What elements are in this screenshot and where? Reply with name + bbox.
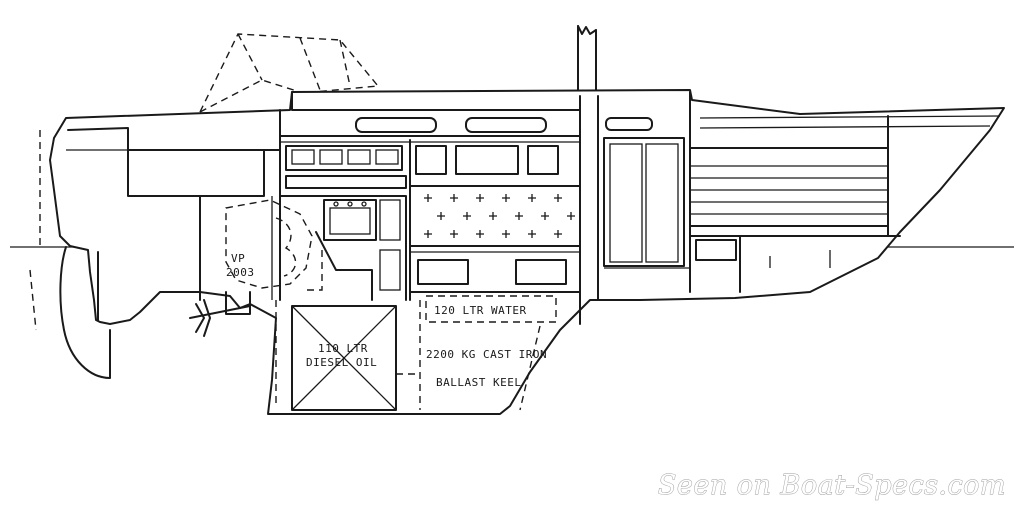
sprayhood (199, 33, 380, 113)
heads-compartment (603, 137, 690, 269)
cushion-button (554, 230, 562, 238)
engine-label: VP 2003 (226, 252, 255, 279)
cushion-pattern (424, 194, 575, 238)
cushion-button (554, 194, 562, 202)
cushion-button (528, 230, 536, 238)
cushion-button (541, 212, 549, 220)
cushion-button (463, 212, 471, 220)
diesel-tank-label: 110 LTR DIESEL OIL (306, 342, 377, 369)
keel-label-line2: BALLAST KEEL (436, 376, 521, 389)
watermark: Seen on Boat-Specs.com (658, 470, 1006, 501)
water-tank (425, 295, 557, 323)
cushion-button (502, 230, 510, 238)
engine-label-line1: VP (231, 252, 245, 265)
diesel-label-line2: DIESEL OIL (306, 356, 377, 369)
cushion-button (450, 230, 458, 238)
keel-label: 2200 KG CAST IRON BALLAST KEEL (426, 348, 547, 389)
mast-stub (577, 25, 597, 97)
cushion-button (476, 194, 484, 202)
forepeak-berth (689, 147, 901, 293)
saloon (409, 139, 581, 301)
cockpit (66, 127, 281, 301)
cushion-button (502, 194, 510, 202)
engine (225, 199, 313, 289)
galley (279, 145, 407, 301)
propeller (189, 291, 251, 337)
cushion-button (437, 212, 445, 220)
cushion-button (515, 212, 523, 220)
cushion-button (489, 212, 497, 220)
keel-label-line1: 2200 KG CAST IRON (426, 348, 547, 361)
rudder (29, 130, 111, 379)
cushion-button (424, 194, 432, 202)
diesel-tank (291, 305, 420, 411)
cabin-structure (279, 91, 1001, 325)
cushion-button (528, 194, 536, 202)
cushion-button (424, 230, 432, 238)
engine-label-line2: 2003 (226, 266, 255, 279)
cushion-button (567, 212, 575, 220)
diesel-label-line1: 110 LTR (318, 342, 368, 355)
cushion-button (450, 194, 458, 202)
ballast-keel (275, 300, 541, 411)
cushion-button (476, 230, 484, 238)
water-tank-label: 120 LTR WATER (434, 304, 527, 317)
